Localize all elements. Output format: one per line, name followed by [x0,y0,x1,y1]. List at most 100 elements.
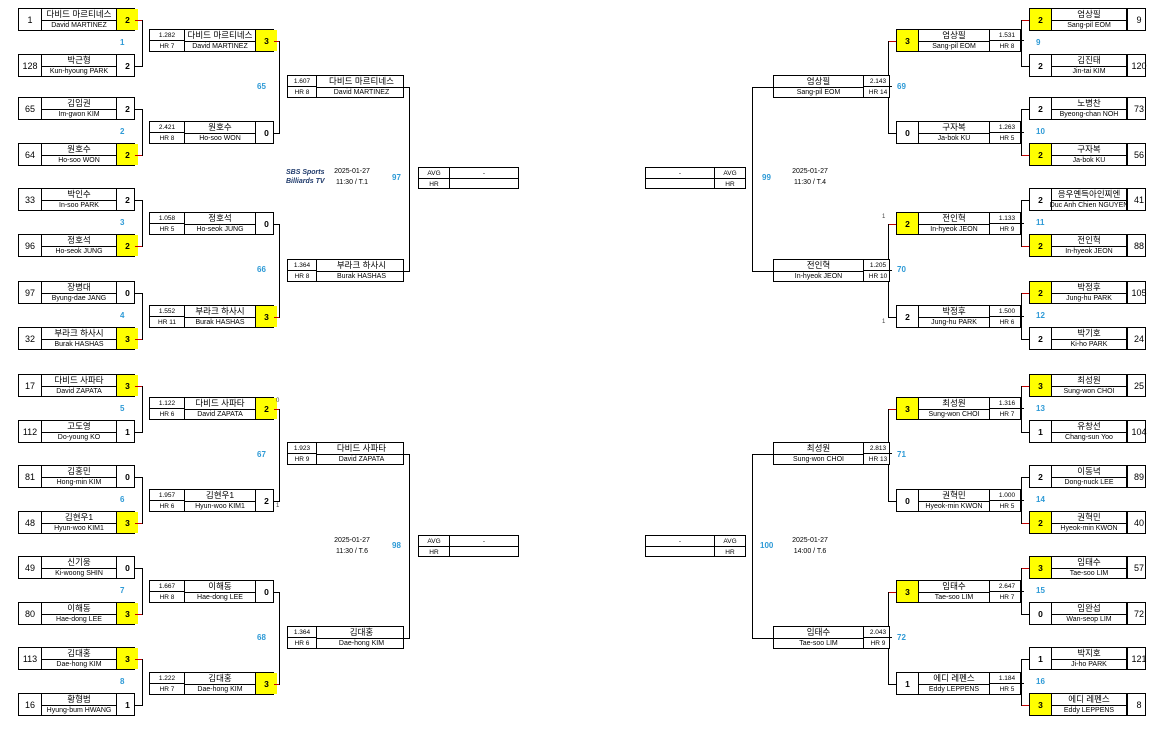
player-name-korean: 박근형 [42,55,116,67]
set-score: 0 [1030,603,1052,624]
player-name-korean: 박정후 [1052,282,1126,294]
average-value: 1.364 [288,627,316,638]
seed-number: 40 [1127,512,1150,533]
avg-row: -AVG [646,168,745,179]
player-name-english: Tae-soo LIM [934,593,974,601]
match-number: 5 [120,403,125,413]
match-number: 2 [120,126,125,136]
match-time-table: 11:30 / T.4 [793,179,827,186]
player-name-english: Hyeok-min KWON [1060,524,1118,532]
hr-row: HR [419,179,518,189]
high-run: HR 8 [999,42,1015,50]
bracket-line [1021,658,1022,706]
set-score: 0 [125,287,130,298]
average-value: 2.813 [864,443,892,454]
player-name-korean: 임완섭 [1052,603,1126,615]
player-name-english: Tae-soo LIM [1069,569,1109,577]
player-name-english: Burak HASHAS [54,340,104,348]
seed-number: 81 [19,466,42,487]
player-name-english: David ZAPATA [56,387,102,395]
avg-label: AVG [714,536,745,546]
average-value: 1.957 [150,490,184,501]
match-number: 1 [120,37,125,47]
set-score: 2 [897,213,918,234]
winner-path-line [135,385,143,387]
player-name-korean: 다비드 마르티네스 [317,76,406,88]
hr-label: HR [714,179,745,189]
player-name-korean: 엄상필 [919,30,989,42]
bracket-line [752,86,753,272]
player-name-english: David ZAPATA [197,410,243,418]
player-name-korean: 노병찬 [1052,98,1126,110]
bracket-line [135,65,143,67]
player-name-korean: 전인혁 [774,260,863,272]
average-value: 1.133 [990,213,1024,224]
bracket-line [888,132,896,134]
match-number: 7 [120,585,125,595]
match-number: 12 [1036,310,1045,320]
set-score: 1 [125,699,130,710]
player-name-english: Sung-won CHOI [1063,387,1115,395]
